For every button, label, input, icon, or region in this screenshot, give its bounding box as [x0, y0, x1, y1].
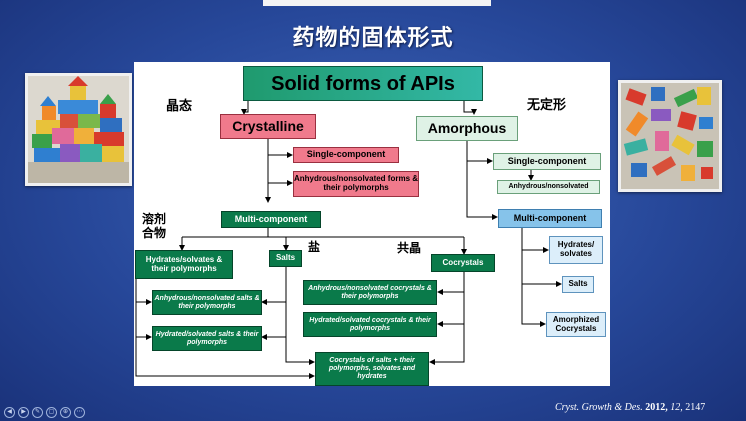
crystalline-single-component-label: Single-component: [306, 149, 386, 160]
salts-label: Salts: [275, 253, 296, 263]
crystalline-multi-component-label: Multi-component: [234, 213, 308, 224]
salts-node: Salts: [269, 250, 302, 267]
more-icon[interactable]: ⋯: [74, 407, 85, 418]
slides-icon[interactable]: ▢: [46, 407, 57, 418]
top-highlight-bar: [263, 0, 491, 6]
amorphous-salts-node: Salts: [562, 276, 594, 293]
hydrates-solvates-label: Hydrates/solvates & their polymorphs: [145, 254, 223, 273]
slide-title: 药物的固体形式: [292, 26, 454, 51]
cocrystals-of-salts-label: Cocrystals of salts + their polymorphs, …: [328, 357, 416, 380]
citation-page: 2147: [685, 402, 706, 413]
anhydrous-forms-node: Anhydrous/nonsolvated forms & their poly…: [293, 171, 419, 197]
anhydrous-salts-label: Anhydrous/nonsolvated salts & their poly…: [154, 294, 260, 310]
hydrated-salts-label: Hydrated/solvated salts & their polymorp…: [155, 330, 259, 346]
amorphous-hydrates-node: Hydrates/ solvates: [549, 236, 603, 264]
amorphous-node: Amorphous: [416, 116, 518, 141]
slideshow-nav: ◀ ▶ ✎ ▢ ⊕ ⋯: [4, 407, 85, 418]
crystalline-label: Crystalline: [232, 117, 304, 134]
amorphous-label: Amorphous: [427, 119, 507, 136]
amorphous-single-component-node: Single-component: [493, 153, 601, 170]
citation-year: 2012,: [645, 402, 668, 413]
amorphous-salts-label: Salts: [568, 279, 588, 289]
root-label: Solid forms of APIs: [271, 72, 455, 95]
amorphous-cn-label: 无定形: [527, 98, 567, 113]
connector-lines: [135, 101, 562, 379]
citation: Cryst. Growth & Des. 2012, 12, 2147: [555, 402, 705, 413]
amorphous-single-component-label: Single-component: [507, 155, 587, 166]
crystalline-cn-label: 晶态: [166, 99, 193, 114]
amorphous-multi-component-label: Multi-component: [513, 212, 587, 223]
toy-blocks-photo-right: [618, 80, 722, 192]
citation-volume: 12,: [670, 402, 683, 413]
amorphized-cocrystals-node: Amorphized Cocrystals: [546, 312, 606, 337]
next-icon[interactable]: ▶: [18, 407, 29, 418]
hydrated-salts-node: Hydrated/solvated salts & their polymorp…: [152, 326, 262, 351]
diagram-panel: Solid forms of APIs Crystalline 晶态 Singl…: [134, 62, 610, 386]
root-node: Solid forms of APIs: [243, 66, 483, 101]
amorphized-cocrystals-label: Amorphized Cocrystals: [552, 314, 600, 333]
anhydrous-salts-node: Anhydrous/nonsolvated salts & their poly…: [152, 290, 262, 315]
salts-cn-label: 盐: [308, 240, 321, 254]
hydrates-solvates-node: Hydrates/solvates & their polymorphs: [135, 250, 233, 279]
toy-blocks-photo-left: [25, 73, 132, 186]
cocrystals-label: Cocrystals: [442, 257, 484, 267]
crystalline-single-component-node: Single-component: [293, 147, 399, 163]
hydrates-cn-label: 溶剂合物: [142, 212, 167, 240]
cocrystals-of-salts-node: Cocrystals of salts + their polymorphs, …: [315, 352, 429, 386]
amorphous-multi-component-node: Multi-component: [498, 209, 602, 228]
pen-icon[interactable]: ✎: [32, 407, 43, 418]
citation-journal: Cryst. Growth & Des.: [555, 402, 643, 413]
anhydrous-cocrystals-node: Anhydrous/nonsolvated cocrystals & their…: [303, 280, 437, 305]
cocrystals-cn-label: 共晶: [397, 241, 422, 255]
hydrated-cocrystals-label: Hydrated/solvated cocrystals & their pol…: [309, 316, 431, 332]
crystalline-node: Crystalline: [220, 114, 316, 139]
amorphous-anhydrous-node: Anhydrous/nonsolvated: [497, 180, 600, 194]
hydrated-cocrystals-node: Hydrated/solvated cocrystals & their pol…: [303, 312, 437, 337]
anhydrous-forms-label: Anhydrous/nonsolvated forms & their poly…: [294, 174, 419, 192]
cocrystals-node: Cocrystals: [431, 254, 495, 272]
prev-icon[interactable]: ◀: [4, 407, 15, 418]
crystalline-multi-component-node: Multi-component: [221, 211, 321, 228]
amorphous-hydrates-label: Hydrates/ solvates: [557, 240, 595, 258]
zoom-icon[interactable]: ⊕: [60, 407, 71, 418]
anhydrous-cocrystals-label: Anhydrous/nonsolvated cocrystals & their…: [308, 284, 432, 300]
amorphous-anhydrous-label: Anhydrous/nonsolvated: [508, 183, 589, 191]
